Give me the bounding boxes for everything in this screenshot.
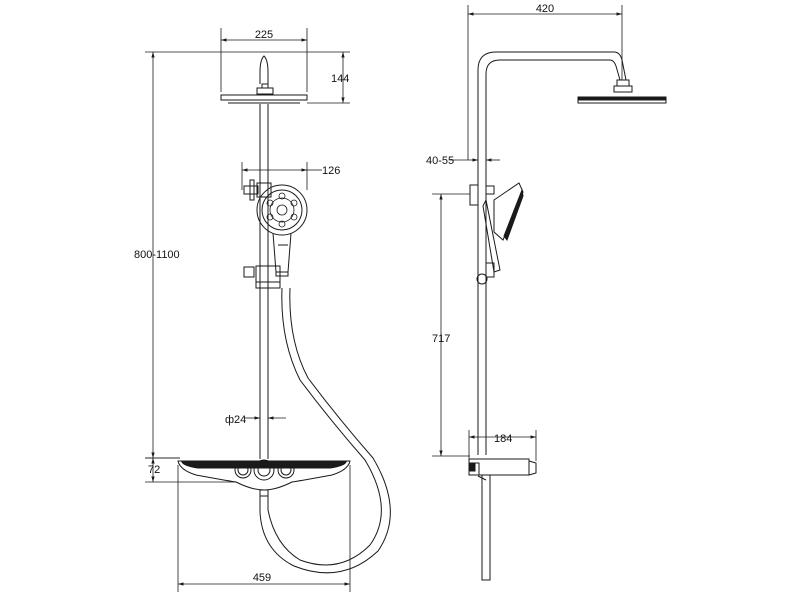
- side-dim-wall-distance: 40-55: [426, 150, 500, 170]
- dim-label-459: 459: [253, 572, 271, 584]
- dim-label-72: 72: [148, 464, 160, 476]
- side-hand-shower: [469, 182, 524, 285]
- front-rain-shower-head: [220, 55, 308, 104]
- front-hand-shower-holder: [243, 179, 272, 201]
- dim-label-144: 144: [331, 73, 349, 85]
- front-dim-shower-head-width: 225: [220, 28, 308, 92]
- side-dim-arm-reach: 420: [467, 3, 623, 160]
- dim-label-184: 184: [494, 433, 512, 445]
- front-dim-shower-head-height: 144: [268, 51, 350, 104]
- dim-label-717: 717: [432, 333, 450, 345]
- dim-label-225: 225: [255, 29, 273, 41]
- dim-label-420: 420: [536, 3, 554, 15]
- front-slider: [243, 265, 281, 289]
- front-dim-hand-shower-offset: 126: [241, 162, 340, 190]
- side-thermostat-shelf: [468, 458, 537, 581]
- front-view: 225 144 126 800-1100 ф24: [134, 28, 391, 592]
- front-thermostat-shelf: [177, 459, 351, 497]
- dim-label-800-1100: 800-1100: [134, 249, 180, 261]
- front-dim-shelf-width: 459: [177, 465, 351, 592]
- front-dim-total-height: 800-1100: [134, 51, 268, 459]
- dim-label-40-55: 40-55: [426, 155, 454, 167]
- side-dim-shelf-depth: 184: [468, 430, 537, 461]
- front-hose: [259, 287, 391, 574]
- front-hand-shower: [256, 184, 308, 277]
- side-riser-and-arm: [477, 51, 667, 455]
- side-dim-slide-bar-height: 717: [432, 193, 470, 457]
- dim-label-126: 126: [322, 165, 340, 177]
- front-dim-pipe-diameter: ф24: [225, 414, 286, 426]
- side-view: 420 40-55 717 184: [426, 3, 667, 581]
- dim-label-pipe-diameter: ф24: [225, 414, 246, 426]
- front-dim-shelf-height: 72: [145, 457, 236, 483]
